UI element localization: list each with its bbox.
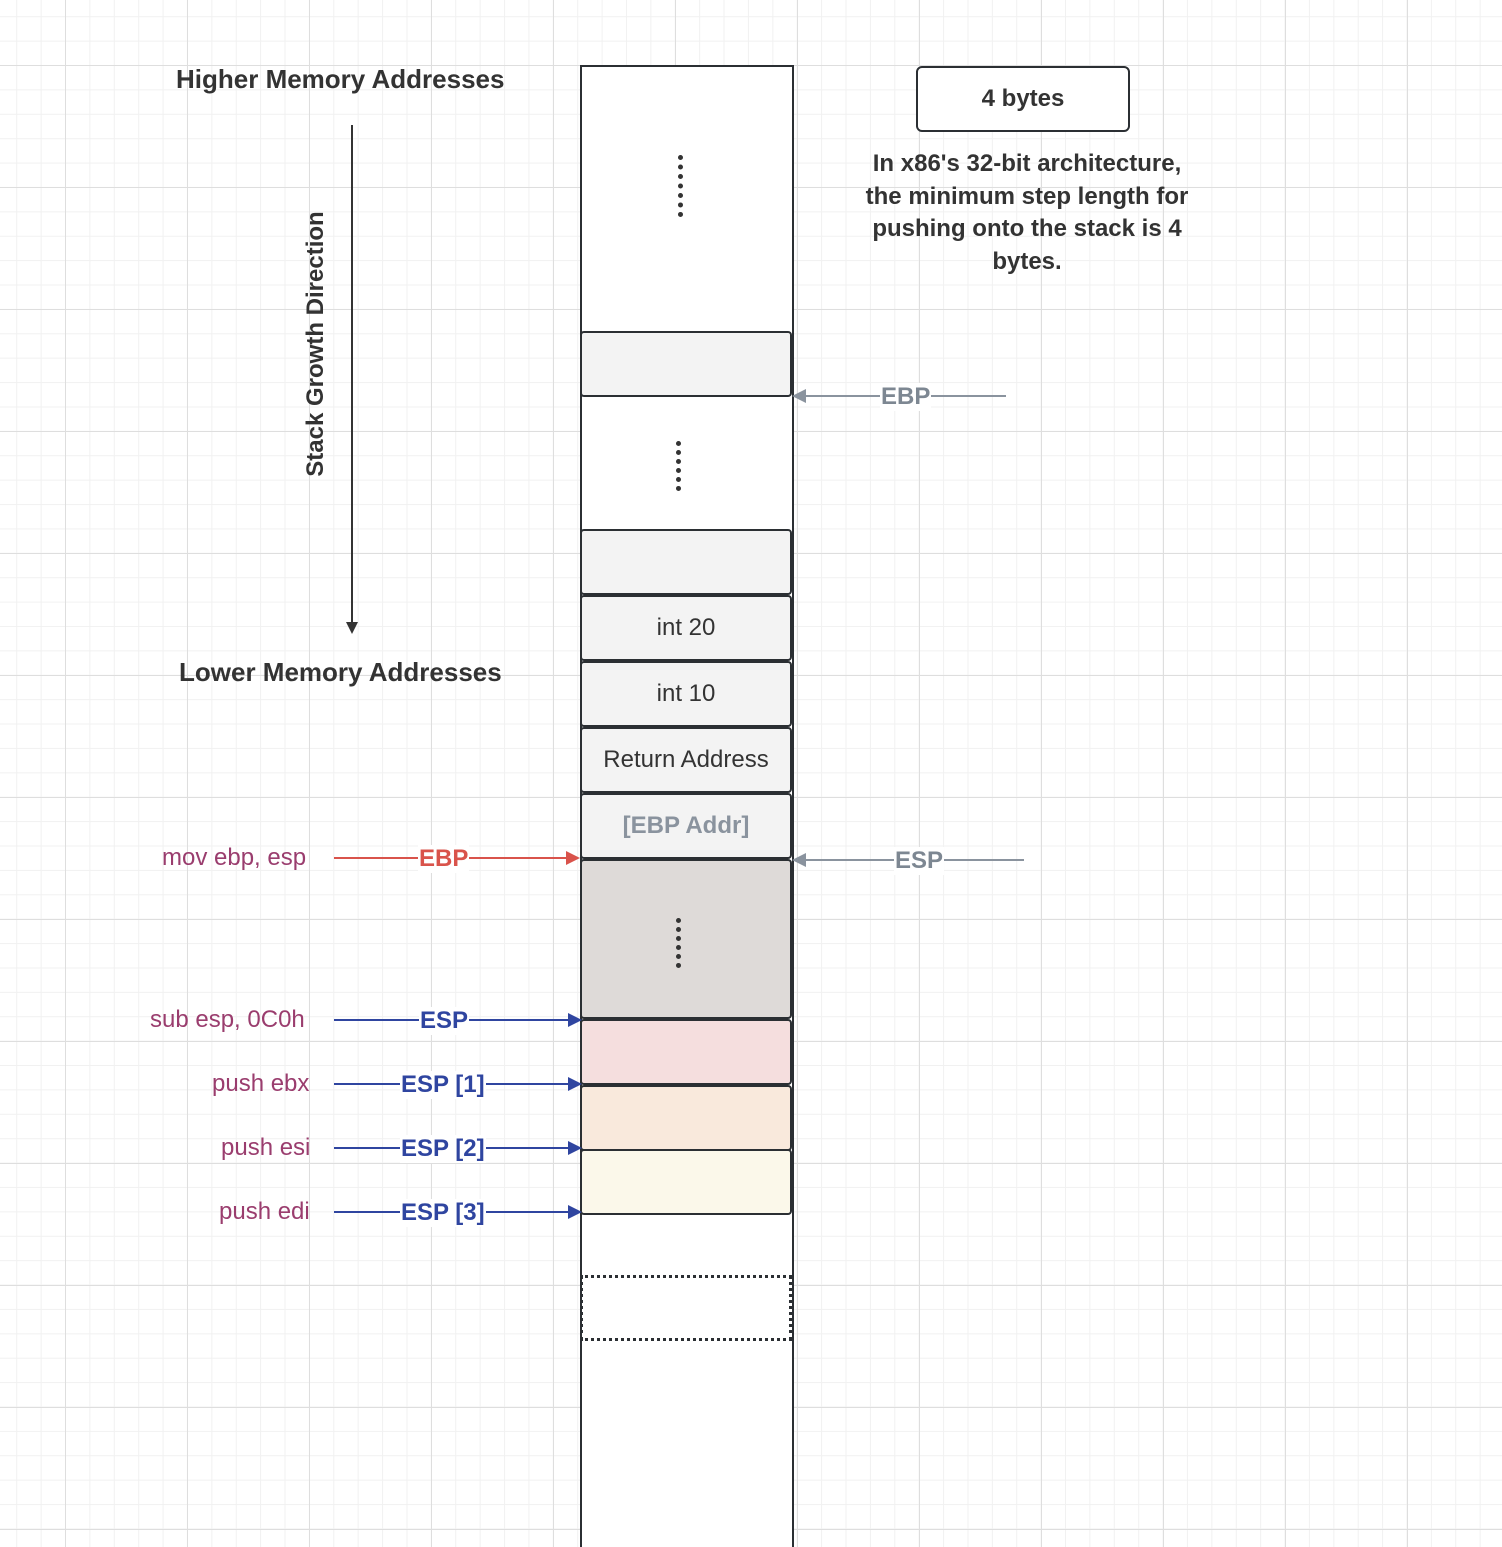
stack-cell-edi	[580, 1149, 792, 1215]
higher-memory-heading: Higher Memory Addresses	[176, 64, 505, 94]
ellipsis-middle	[676, 441, 681, 491]
instr-sub-esp: sub esp, 0C0h	[150, 1006, 305, 1033]
instr-push-ebx: push ebx	[212, 1070, 310, 1097]
instr-mov-ebp-esp: mov ebp, esp	[162, 844, 307, 871]
stack-cell-int-10: int 10	[580, 661, 792, 727]
stack-cell-next-slot	[580, 1275, 792, 1341]
stack-cell-empty	[580, 529, 792, 595]
esp-3-label: ESP [3]	[400, 1199, 486, 1227]
esp-right-label: ESP	[894, 847, 945, 875]
stack-cell-int-20: int 20	[580, 595, 792, 661]
esp-sub-label: ESP	[419, 1007, 470, 1035]
ebp-left-label: EBP	[418, 845, 470, 873]
instr-push-esi: push esi	[221, 1134, 311, 1161]
stack-cell-ebx	[580, 1019, 792, 1085]
stack-cell-previous-frame	[580, 331, 792, 397]
stack-cell-esi	[580, 1085, 792, 1151]
local-variables-area	[580, 859, 792, 1019]
instr-push-edi: push edi	[219, 1198, 310, 1225]
ellipsis-locals	[676, 918, 681, 968]
esp-2-label: ESP [2]	[400, 1135, 486, 1163]
size-box: 4 bytes	[916, 66, 1130, 132]
ebp-right-label: EBP	[880, 383, 932, 411]
stack-cell-return-address: Return Address	[580, 727, 792, 793]
stack-cell-ebp-addr: [EBP Addr]	[580, 793, 792, 859]
size-note: In x86's 32-bit architecture, the minimu…	[865, 150, 1189, 275]
ellipsis-top	[678, 155, 683, 217]
lower-memory-heading: Lower Memory Addresses	[179, 657, 502, 687]
esp-1-label: ESP [1]	[400, 1071, 486, 1099]
